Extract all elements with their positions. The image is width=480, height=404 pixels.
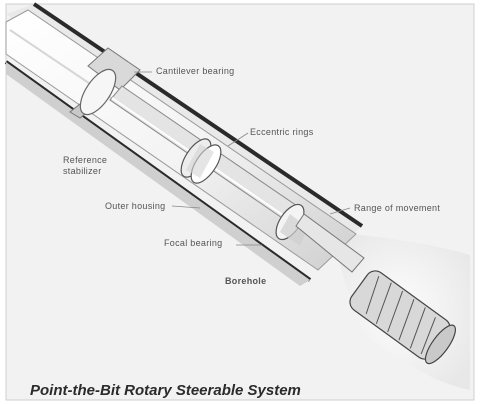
label-eccentric-rings: Eccentric rings xyxy=(250,127,314,137)
label-reference-stabilizer-line2: stabilizer xyxy=(63,166,102,176)
label-outer-housing: Outer housing xyxy=(105,201,165,211)
label-focal-bearing: Focal bearing xyxy=(164,238,222,248)
label-borehole: Borehole xyxy=(225,276,266,286)
diagram-caption: Point-the-Bit Rotary Steerable System xyxy=(30,382,301,399)
label-cantilever-bearing: Cantilever bearing xyxy=(156,66,234,76)
label-reference-stabilizer-line1: Reference xyxy=(63,155,107,165)
label-range-of-movement: Range of movement xyxy=(354,203,440,213)
